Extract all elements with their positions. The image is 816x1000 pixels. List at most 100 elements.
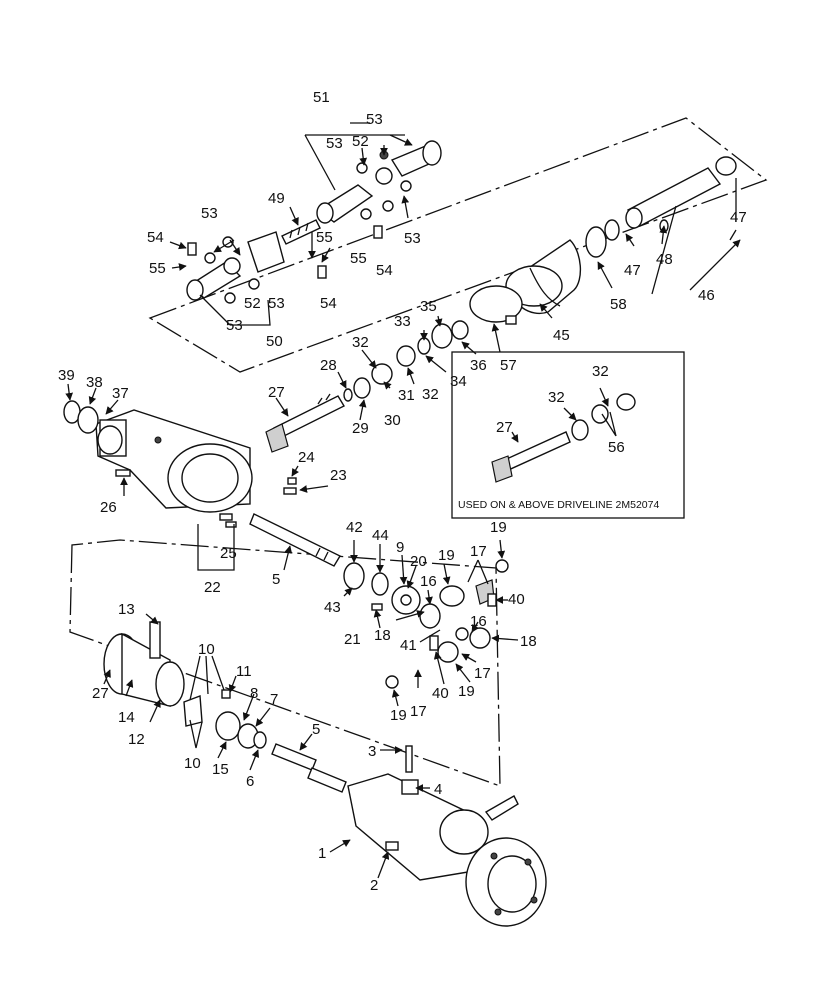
callout-26: 26 — [100, 499, 117, 516]
callout-27: 27 — [268, 384, 285, 401]
callout-46: 46 — [698, 287, 715, 304]
callout-53: 53 — [404, 230, 421, 247]
callout-23: 23 — [330, 467, 347, 484]
callout-1: 1 — [318, 845, 326, 862]
callout-labels: 51 53 53 52 53 49 54 55 55 55 54 53 52 5… — [58, 89, 747, 894]
callout-22: 22 — [204, 579, 221, 596]
callout-41: 41 — [400, 637, 417, 654]
callout-29: 29 — [352, 420, 369, 437]
callout-53: 53 — [326, 135, 343, 152]
callout-37: 37 — [112, 385, 129, 402]
callout-27: 27 — [496, 419, 513, 436]
callout-13: 13 — [118, 601, 135, 618]
callout-25: 25 — [220, 545, 237, 562]
callout-18: 18 — [520, 633, 537, 650]
callout-19: 19 — [458, 683, 475, 700]
leader-lines — [65, 122, 740, 879]
universal-joint-lower — [186, 231, 285, 304]
callout-54: 54 — [376, 262, 393, 279]
callout-39: 39 — [58, 367, 75, 384]
callout-50: 50 — [266, 333, 283, 350]
callout-32: 32 — [592, 363, 609, 380]
callout-47: 47 — [730, 209, 747, 226]
callout-55: 55 — [149, 260, 166, 277]
callout-54: 54 — [320, 295, 337, 312]
callout-32: 32 — [548, 389, 565, 406]
callout-18: 18 — [374, 627, 391, 644]
callout-17: 17 — [410, 703, 427, 720]
callout-11: 11 — [236, 663, 252, 680]
callout-16: 16 — [470, 613, 487, 630]
callout-15: 15 — [212, 761, 229, 778]
splined-yoke-shaft — [281, 219, 321, 245]
callout-55: 55 — [316, 229, 333, 246]
callout-53: 53 — [201, 205, 218, 222]
callout-48: 48 — [656, 251, 673, 268]
callout-3: 3 — [368, 743, 376, 760]
callout-7: 7 — [270, 691, 278, 708]
callout-43: 43 — [324, 599, 341, 616]
callout-19: 19 — [438, 547, 455, 564]
callout-47: 47 — [624, 262, 641, 279]
axle-group-frame — [69, 539, 501, 787]
callout-51: 51 — [313, 89, 330, 106]
bolts-54 — [187, 225, 383, 279]
callout-8: 8 — [250, 685, 258, 702]
callout-56: 56 — [608, 439, 625, 456]
callout-19: 19 — [390, 707, 407, 724]
callout-42: 42 — [346, 519, 363, 536]
small-fasteners — [115, 469, 297, 528]
alternate-parts-inset-box — [451, 351, 685, 519]
callout-16: 16 — [420, 573, 437, 590]
axle-shaft-middle — [249, 513, 389, 596]
callout-9: 9 — [396, 539, 404, 556]
callout-27: 27 — [92, 685, 109, 702]
callout-20: 20 — [410, 553, 427, 570]
steering-arm-and-bolt — [385, 745, 519, 851]
callout-14: 14 — [118, 709, 135, 726]
callout-49: 49 — [268, 190, 285, 207]
callout-38: 38 — [86, 374, 103, 391]
callout-12: 12 — [128, 731, 145, 748]
callout-52: 52 — [244, 295, 261, 312]
callout-33: 33 — [394, 313, 411, 330]
callout-17: 17 — [470, 543, 487, 560]
callout-40: 40 — [508, 591, 525, 608]
callout-52: 52 — [352, 133, 369, 150]
callout-40: 40 — [432, 685, 449, 702]
pinion-shaft — [265, 377, 371, 453]
inset-pinion-shaft — [491, 393, 636, 483]
inset-note-text: USED ON & ABOVE DRIVELINE 2M52074 — [458, 499, 659, 511]
flange-seal-38-39 — [63, 400, 99, 434]
callout-5: 5 — [312, 721, 320, 738]
outer-hub-assembly — [103, 621, 231, 727]
bearing-stack-6-8 — [215, 711, 267, 749]
callout-5: 5 — [272, 571, 280, 588]
callout-32: 32 — [352, 334, 369, 351]
callout-28: 28 — [320, 357, 337, 374]
center-axle-housing — [95, 409, 253, 513]
callout-53: 53 — [268, 295, 285, 312]
callout-2: 2 — [370, 877, 378, 894]
callout-10: 10 — [184, 755, 201, 772]
callout-34: 34 — [450, 373, 467, 390]
callout-58: 58 — [610, 296, 627, 313]
callout-44: 44 — [372, 527, 389, 544]
wheel-hub — [465, 837, 547, 927]
callout-4: 4 — [434, 781, 442, 798]
boot-clamp — [585, 226, 607, 258]
large-hose-clamp — [469, 285, 523, 325]
callout-55: 55 — [350, 250, 367, 267]
callout-21: 21 — [344, 631, 361, 648]
driveshaft-group-frame — [148, 117, 768, 373]
universal-joint-upper — [316, 140, 442, 224]
bearing-stack-33-36 — [371, 320, 469, 385]
callout-19: 19 — [490, 519, 507, 536]
callout-31: 31 — [398, 387, 415, 404]
callout-24: 24 — [298, 449, 315, 466]
driveshaft-tube — [604, 156, 737, 241]
callout-45: 45 — [553, 327, 570, 344]
callout-53: 53 — [226, 317, 243, 334]
callout-35: 35 — [420, 298, 437, 315]
